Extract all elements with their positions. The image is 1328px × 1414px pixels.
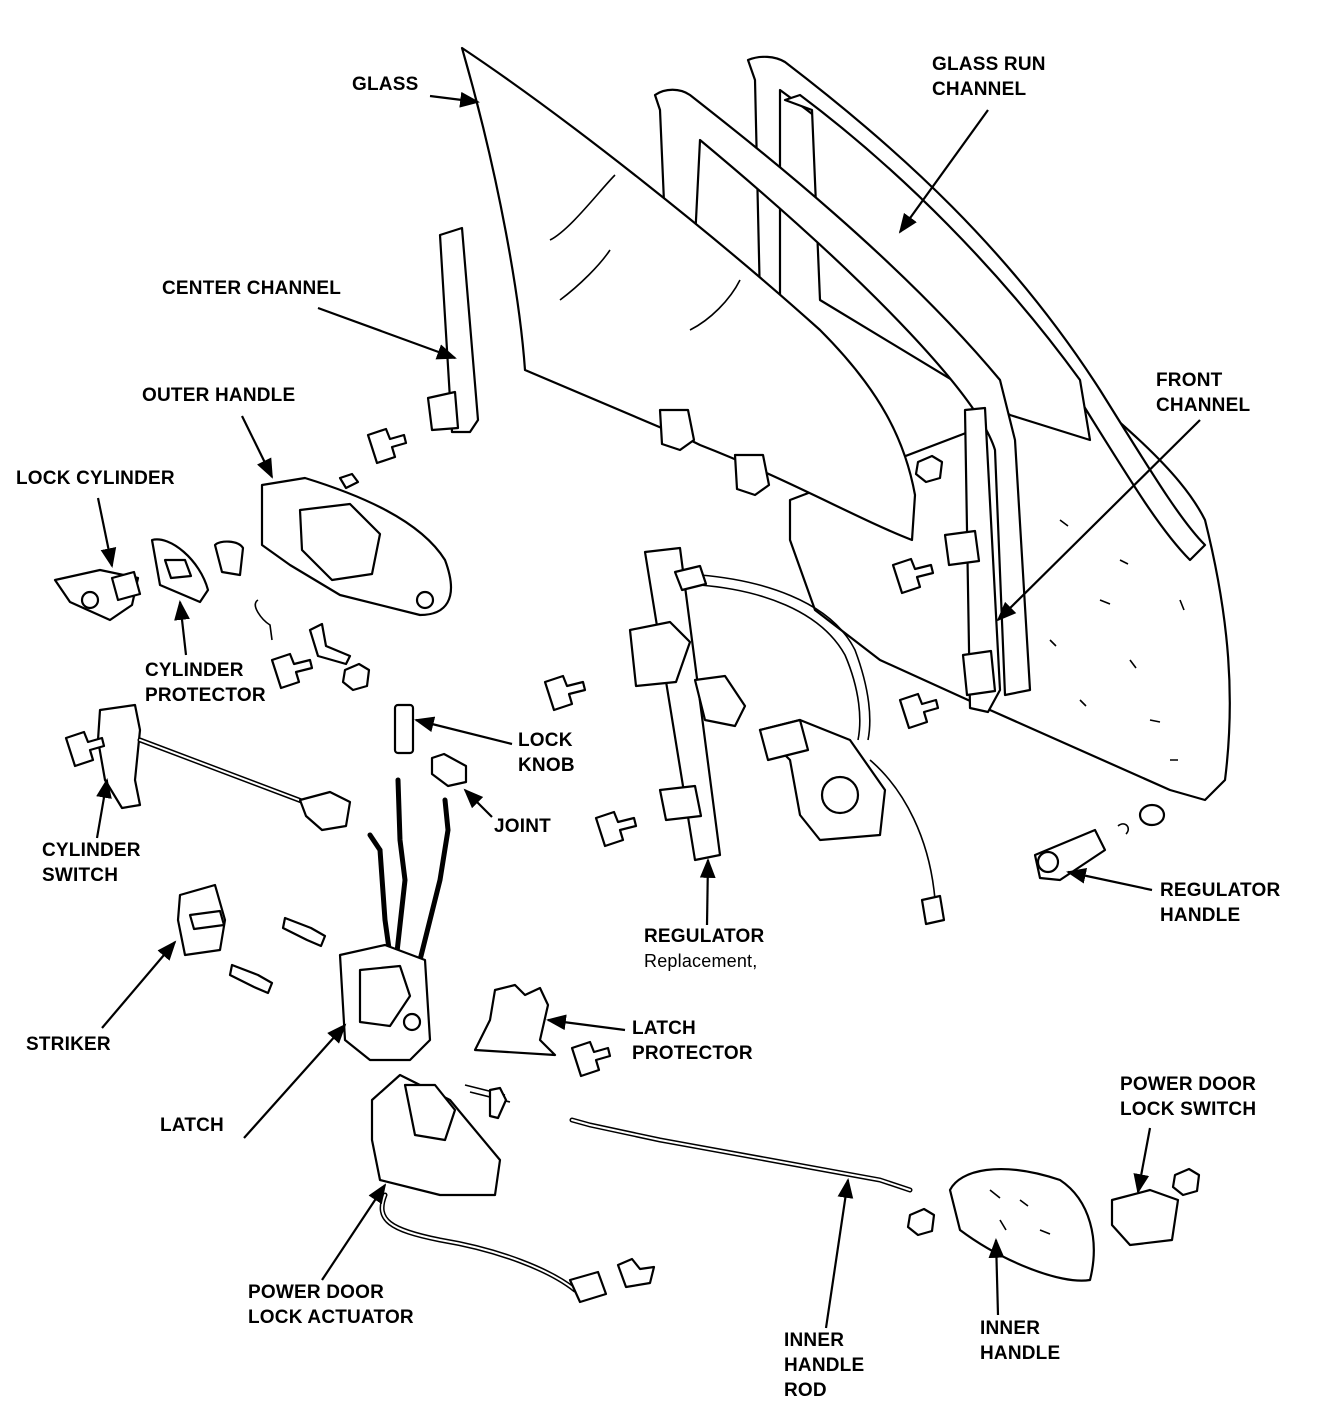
latch-protector [473, 983, 612, 1078]
window-regulator [543, 546, 871, 862]
label-glass: GLASS [352, 74, 419, 95]
regulator-motor [758, 718, 946, 926]
cylinder-protector [150, 538, 210, 604]
regulator-handle [1033, 803, 1166, 882]
power-door-lock-switch [1110, 1167, 1201, 1247]
lock-cylinder [53, 568, 142, 622]
glass-run-channel [653, 55, 1207, 697]
power-door-lock-actuator [370, 1073, 656, 1304]
latch [338, 777, 451, 1062]
joint [430, 752, 468, 788]
door-glass [460, 46, 917, 542]
label-latch: LATCH [160, 1115, 224, 1136]
center-channel [366, 226, 480, 465]
striker [176, 883, 327, 995]
label-lock-cylinder: LOCK CYLINDER [16, 468, 175, 489]
label-striker: STRIKER [26, 1034, 111, 1055]
inner-handle-rod [569, 1117, 913, 1193]
outer-handle [213, 472, 453, 692]
front-channel [891, 406, 1002, 730]
label-outer-handle: OUTER HANDLE [142, 385, 296, 406]
cylinder-switch [64, 703, 352, 832]
label-center-channel: CENTER CHANNEL [162, 278, 342, 299]
lock-knob [393, 703, 415, 755]
inner-handle [906, 1168, 1095, 1282]
label-regulator: REGULATOR Replacement, [644, 924, 764, 974]
label-joint: JOINT [494, 816, 551, 837]
leader-lines [95, 91, 1201, 1329]
regulator-note: Replacement, [644, 951, 758, 971]
